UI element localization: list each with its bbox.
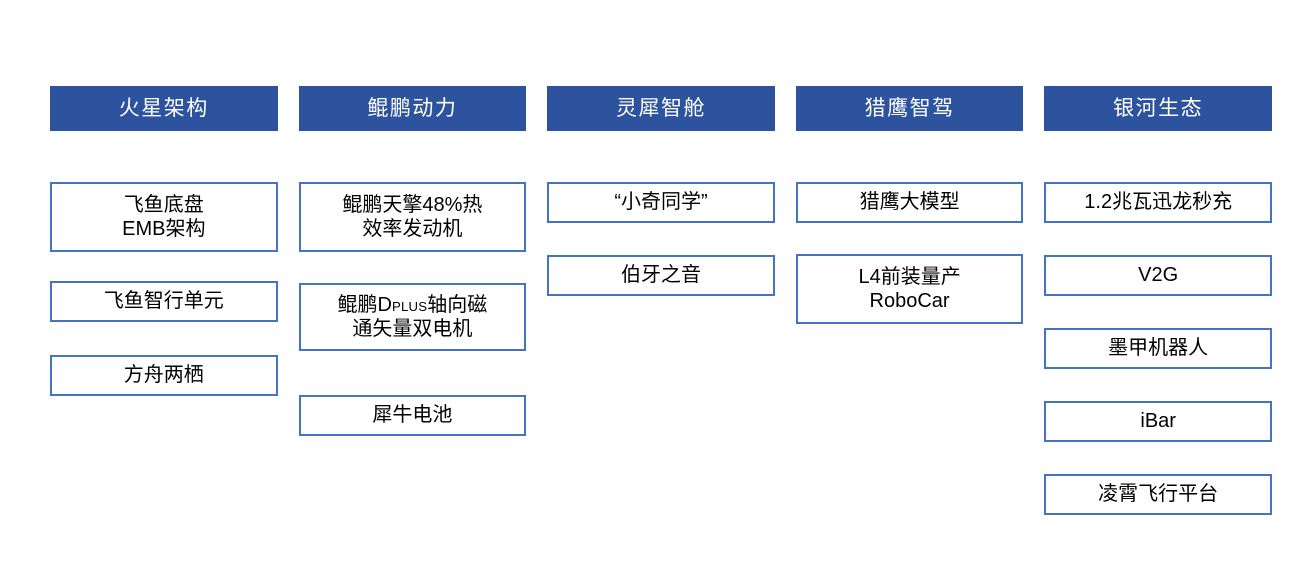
item-line: iBar	[1140, 410, 1176, 433]
item-line: 1.2兆瓦迅龙秒充	[1084, 191, 1233, 214]
item-box[interactable]: “小奇同学”	[547, 182, 775, 223]
pillar-column: 灵犀智舱 “小奇同学” 伯牙之音	[547, 86, 775, 547]
item-label: 1.2兆瓦迅龙秒充	[1084, 190, 1232, 214]
item-line: 凌霄飞行平台	[1098, 483, 1219, 506]
pillar-column: 银河生态 1.2兆瓦迅龙秒充 V2G 墨甲机器人 iBar 凌霄飞行平台	[1044, 86, 1272, 547]
item-label: iBar	[1140, 409, 1176, 433]
column-items: 1.2兆瓦迅龙秒充 V2G 墨甲机器人 iBar 凌霄飞行平台	[1044, 182, 1272, 547]
item-box[interactable]: iBar	[1044, 401, 1272, 442]
item-line: V2G	[1138, 264, 1179, 287]
item-label: 猎鹰大模型	[860, 190, 960, 214]
item-box[interactable]: 飞鱼智行单元	[50, 281, 278, 322]
item-label: 飞鱼智行单元	[104, 289, 224, 313]
item-label: 伯牙之音	[621, 263, 701, 287]
item-label: 鲲鹏天擎48%热效率发动机	[342, 193, 482, 242]
column-header-5[interactable]: 银河生态	[1044, 86, 1272, 131]
item-label: “小奇同学”	[614, 190, 707, 214]
column-header-3[interactable]: 灵犀智舱	[547, 86, 775, 131]
item-line: 鲲鹏天擎48%热	[342, 193, 483, 216]
item-line: 通矢量双电机	[352, 318, 473, 340]
item-line: 墨甲机器人	[1108, 337, 1209, 360]
item-box[interactable]: 凌霄飞行平台	[1044, 474, 1272, 515]
item-label: 鲲鹏DPLUS轴向磁通矢量双电机	[338, 293, 488, 342]
item-box[interactable]: 犀牛电池	[298, 395, 527, 436]
item-line: RoboCar	[869, 290, 950, 312]
item-line: L4前装量产	[858, 265, 961, 288]
item-box[interactable]: 鲲鹏DPLUS轴向磁通矢量双电机	[298, 283, 527, 351]
item-label: V2G	[1138, 263, 1178, 287]
item-label: 凌霄飞行平台	[1098, 482, 1218, 506]
item-label: 墨甲机器人	[1108, 336, 1208, 360]
column-items: 鲲鹏天擎48%热效率发动机鲲鹏DPLUS轴向磁通矢量双电机犀牛电池	[298, 182, 527, 436]
column-header-2[interactable]: 鲲鹏动力	[298, 86, 527, 131]
column-header-4[interactable]: 猎鹰智驾	[795, 86, 1024, 131]
column-header-1[interactable]: 火星架构	[50, 86, 278, 131]
item-label: 犀牛电池	[372, 403, 452, 427]
item-box[interactable]: 1.2兆瓦迅龙秒充	[1044, 182, 1272, 223]
item-box[interactable]: 伯牙之音	[547, 255, 775, 296]
item-line: 猎鹰大模型	[859, 191, 960, 214]
column-items: “小奇同学” 伯牙之音	[547, 182, 775, 328]
item-line: 飞鱼底盘	[123, 193, 204, 216]
item-label: 方舟两栖	[124, 363, 204, 387]
item-line: 伯牙之音	[620, 264, 701, 287]
item-box[interactable]: 墨甲机器人	[1044, 328, 1272, 369]
item-line: 犀牛电池	[372, 404, 453, 427]
item-line: “小奇同学”	[614, 191, 708, 214]
item-line: 鲲鹏DPLUS轴向磁	[337, 293, 488, 316]
item-line: 方舟两栖	[123, 364, 204, 387]
item-box[interactable]: V2G	[1044, 255, 1272, 296]
item-box[interactable]: 猎鹰大模型	[795, 182, 1024, 223]
item-line: 飞鱼智行单元	[103, 290, 224, 313]
item-box[interactable]: 方舟两栖	[50, 355, 278, 396]
item-box[interactable]: 鲲鹏天擎48%热效率发动机	[298, 182, 527, 252]
pillar-column: 鲲鹏动力鲲鹏天擎48%热效率发动机鲲鹏DPLUS轴向磁通矢量双电机犀牛电池	[298, 86, 527, 547]
item-line: 效率发动机	[362, 218, 463, 240]
subscript-text: PLUS	[391, 298, 428, 314]
item-line: EMB架构	[122, 218, 206, 240]
